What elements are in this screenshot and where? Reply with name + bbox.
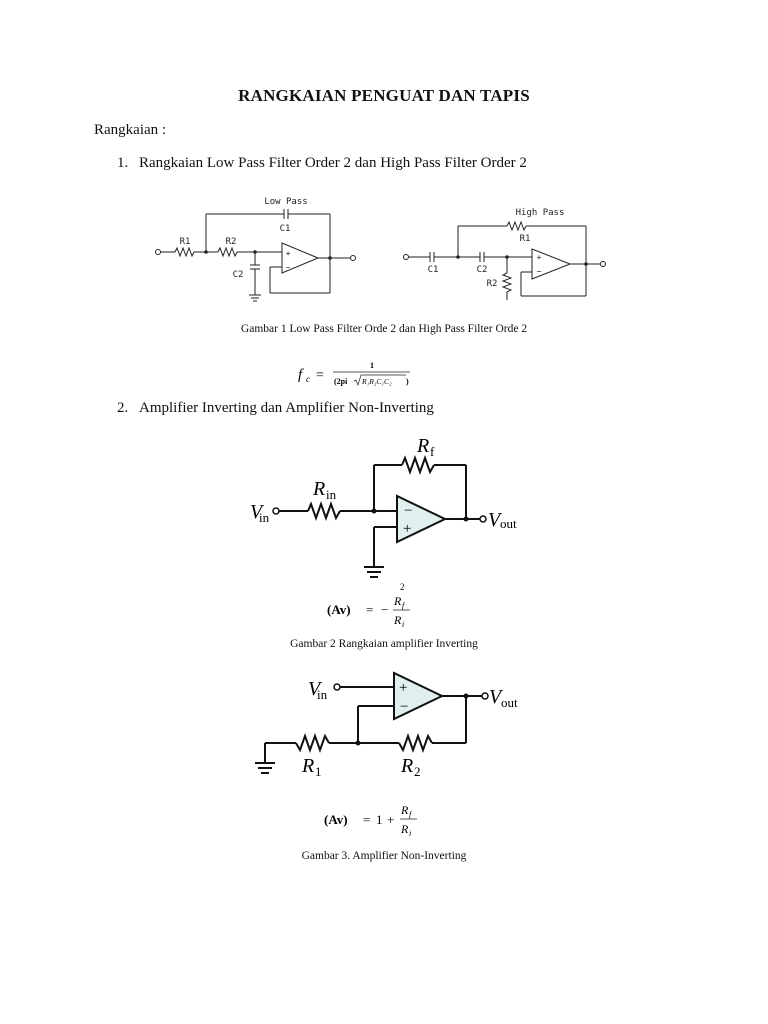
f2-sign: −: [381, 602, 388, 617]
inv-rin-label: R: [312, 478, 325, 500]
f3-eq: =: [363, 812, 370, 827]
list-item-2: 2. Amplifier Inverting dan Amplifier Non-…: [117, 400, 434, 417]
hp-title: High Pass: [516, 208, 565, 218]
inv-vout-label: V: [488, 509, 503, 531]
hp-c1-label: C1: [428, 265, 439, 275]
inv-vin-sub: in: [259, 510, 270, 525]
noninv-r2-label: R: [400, 755, 413, 777]
noninv-minus-sign: −: [400, 699, 408, 715]
figure-1-caption: Gambar 1 Low Pass Filter Orde 2 dan High…: [240, 323, 528, 335]
section-label: Rangkaian :: [94, 122, 167, 138]
svg-text:+: +: [286, 249, 291, 258]
hp-r1-label: R1: [520, 234, 531, 244]
f2-lhs: (Av): [327, 602, 351, 617]
inv-rf-label: R: [416, 435, 429, 457]
inv-vout-sub: out: [500, 516, 517, 531]
lp-title: Low Pass: [264, 197, 307, 207]
hp-c2-label: C2: [477, 265, 488, 275]
noninv-vout-sub: out: [501, 695, 518, 710]
f3-lhs: (Av): [324, 812, 348, 827]
inverting-amplifier-diagram: − + R f R in V in V out 2: [250, 435, 517, 592]
f3-den-sub: i: [409, 829, 411, 838]
f2-num: R: [393, 594, 402, 608]
f3-num-sub: f: [409, 810, 413, 819]
formula-numerator: 1: [370, 361, 374, 370]
stray-mark: 2: [400, 582, 405, 592]
f2-den: R: [393, 613, 402, 627]
page-title: RANGKAIAN PENGUAT DAN TAPIS: [238, 86, 530, 105]
noninv-plus-sign: +: [399, 680, 407, 696]
formula-den-radicand: R₁R₂C₁C₂: [361, 377, 392, 386]
cutoff-frequency-formula: f c = 1 (2pi R₁R₂C₁C₂ ): [298, 361, 410, 387]
figure-3-caption: Gambar 3. Amplifier Non-Inverting: [301, 850, 467, 862]
formula-f: f: [298, 367, 304, 383]
list-item-text: Rangkaian Low Pass Filter Order 2 dan Hi…: [139, 155, 527, 171]
hp-r2-label: R2: [487, 279, 498, 289]
non-inverting-amplifier-diagram: + − V in V out R 1 R 2: [255, 671, 518, 779]
noninv-vin-label: V: [308, 678, 323, 700]
f2-eq: =: [366, 602, 373, 617]
list-item-text: Amplifier Inverting dan Amplifier Non-In…: [139, 400, 434, 416]
noninv-vout-label: V: [489, 686, 504, 708]
list-item-number: 1.: [117, 155, 129, 171]
inv-rin-sub: in: [326, 487, 337, 502]
noninv-vin-sub: in: [317, 687, 328, 702]
list-item-1: 1. Rangkaian Low Pass Filter Order 2 dan …: [117, 155, 527, 172]
f2-num-sub: f: [402, 601, 406, 610]
non-inverting-gain-formula: (Av) = 1 + R f R i: [324, 803, 417, 838]
lp-c1-label: C1: [280, 224, 291, 234]
f2-den-sub: i: [402, 620, 404, 629]
svg-text:−: −: [537, 267, 542, 276]
inv-minus-sign: −: [404, 503, 412, 519]
noninv-r2-sub: 2: [414, 764, 421, 779]
list-item-number: 2.: [117, 400, 129, 416]
inv-rf-sub: f: [430, 444, 435, 459]
inv-plus-sign: +: [403, 521, 411, 537]
f3-num: R: [400, 803, 409, 817]
formula-den-open: (2pi: [334, 377, 348, 386]
f3-one: 1: [376, 812, 383, 827]
inv-vin-label: V: [250, 501, 265, 523]
figure-2-caption: Gambar 2 Rangkaian amplifier Inverting: [290, 638, 478, 650]
formula-den-close: ): [406, 377, 409, 386]
f3-den: R: [400, 822, 409, 836]
lp-r2-label: R2: [226, 237, 237, 247]
filter-circuits-diagram: Low Pass C1 R1 R2 C2 High Pass R1 C1 C2 …: [155, 197, 606, 302]
noninv-r1-sub: 1: [315, 764, 322, 779]
inverting-gain-formula: (Av) = − R f R i: [327, 594, 410, 629]
formula-eq: =: [316, 368, 324, 383]
noninv-r1-label: R: [301, 755, 314, 777]
lp-r1-label: R1: [180, 237, 191, 247]
svg-text:+: +: [537, 253, 542, 262]
svg-text:−: −: [286, 263, 291, 272]
lp-c2-label: C2: [233, 270, 244, 280]
f3-plus: +: [387, 812, 394, 827]
formula-f-sub: c: [306, 374, 310, 384]
